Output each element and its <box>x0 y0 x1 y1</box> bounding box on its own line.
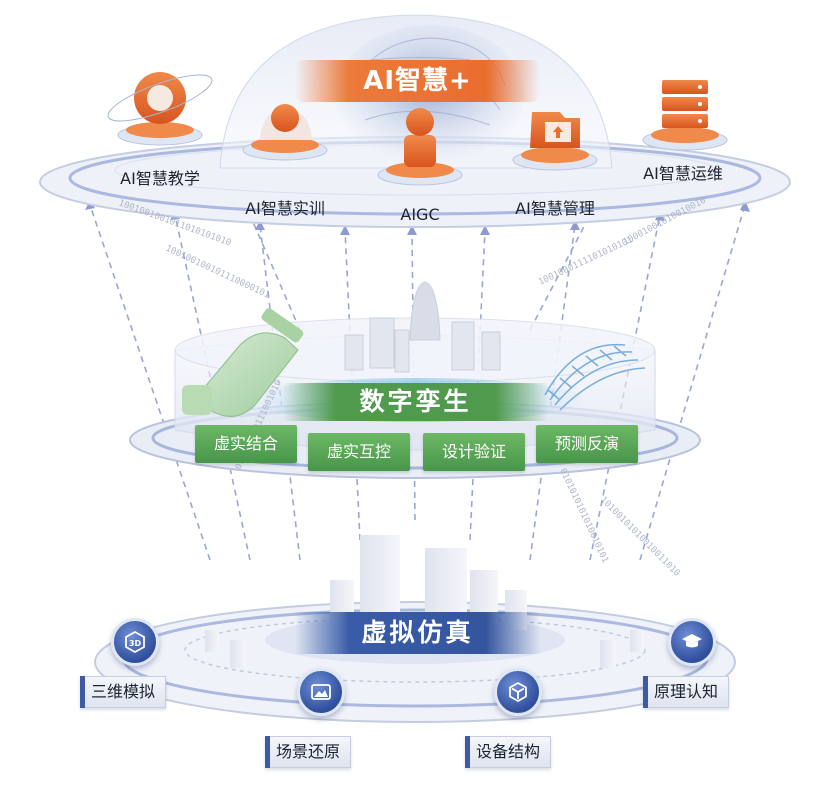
sim-item-device-structure: 设备结构 <box>465 736 552 768</box>
twin-towers <box>344 281 501 373</box>
ai-plus-banner: AI智慧+ <box>295 60 540 102</box>
module-label-ai-teaching: AI智慧教学 <box>120 169 200 188</box>
sim-item-principle-cognition: 原理认知 <box>643 676 730 708</box>
sim-item-scene-restoration: 场景还原 <box>265 736 352 768</box>
twin-item-design-verification: 设计验证 <box>423 433 525 471</box>
coil-model <box>544 343 646 411</box>
twin-item-prediction-inversion: 预测反演 <box>536 425 638 463</box>
module-label-ai-management: AI智慧管理 <box>515 199 595 218</box>
device-structure-icon <box>494 668 542 716</box>
scene-image-icon <box>297 668 345 716</box>
twin-item-virtual-real-control: 虚实互控 <box>308 433 410 471</box>
svg-text:3D: 3D <box>129 639 142 648</box>
binary-stream: 1001000111101010101 <box>537 235 635 288</box>
pipe-model <box>182 308 304 417</box>
graduation-cap-icon <box>668 618 716 666</box>
sim-item-3d-simulation: 三维模拟 <box>80 676 167 708</box>
module-label-ai-training: AI智慧实训 <box>245 199 325 218</box>
binary-stream: 0101010101010010101 <box>557 467 610 565</box>
module-objects <box>107 72 728 186</box>
virtual-simulation-title: 虚拟仿真 <box>295 612 540 654</box>
twin-item-virtual-real-combine: 虚实结合 <box>195 425 297 463</box>
cube-3d-icon: 3D <box>111 618 159 666</box>
digital-twin-title: 数字孪生 <box>283 383 548 421</box>
binary-stream: 10100101010010011010 <box>598 495 682 579</box>
binary-stream: 100100100101110000101 <box>164 244 271 301</box>
module-label-aigc: AIGC <box>400 205 440 224</box>
module-label-ai-operations: AI智慧运维 <box>643 164 723 183</box>
